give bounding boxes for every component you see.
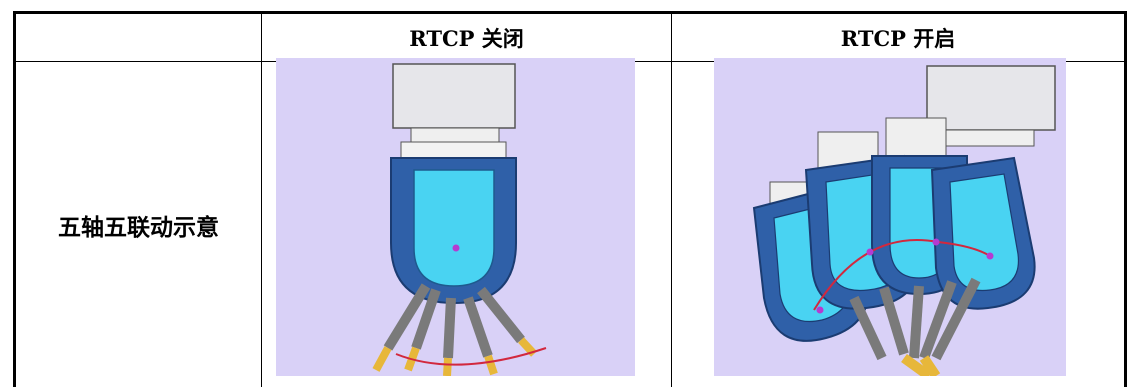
header-rtcp-on: RTCP 开启: [840, 25, 956, 51]
column-divider: [261, 14, 262, 387]
tool-path-arc: [813, 238, 991, 311]
header-rtcp-off: RTCP 关闭: [409, 25, 524, 51]
column-divider: [671, 14, 672, 387]
spindle-neck: [410, 127, 500, 143]
header-empty-cell: [16, 14, 261, 61]
five-axis-tool-diagram-icon: [372, 63, 547, 376]
five-axis-tool-diagram-icon: [752, 65, 1056, 376]
tool-path-arc: [395, 347, 547, 366]
rtcp-on-diagram: [714, 58, 1066, 376]
rtcp-off-diagram: [276, 58, 635, 376]
tool-holder-inner: [413, 169, 495, 287]
spindle-head: [392, 63, 516, 129]
spindle-collar: [400, 141, 507, 159]
tool-center-dot: [452, 244, 460, 252]
row-label: 五轴五联动示意: [58, 214, 219, 241]
